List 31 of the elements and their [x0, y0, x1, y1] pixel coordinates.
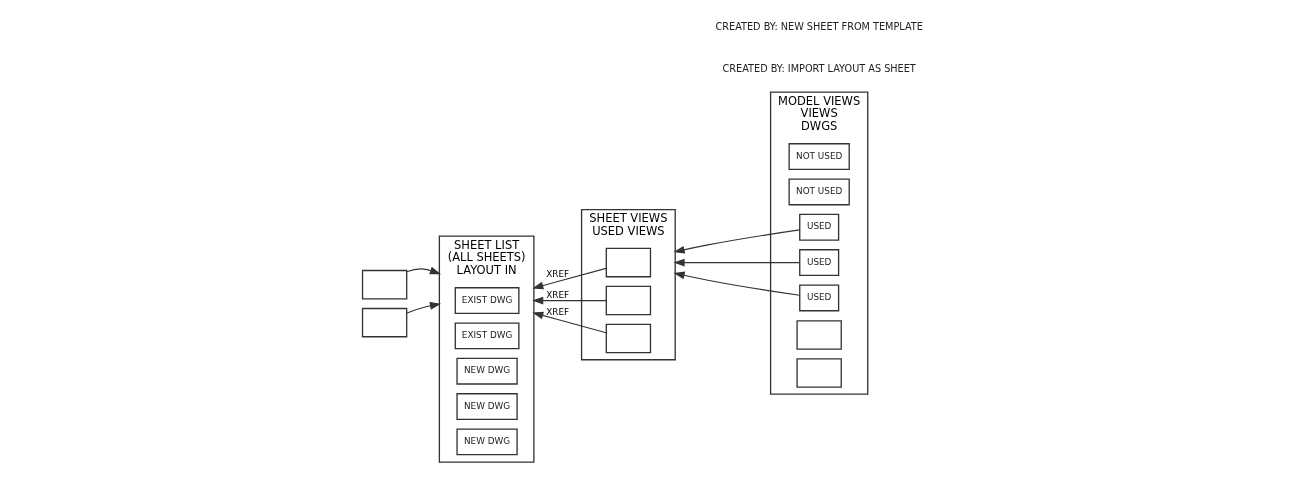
arrow	[673, 229, 800, 254]
node-box	[795, 358, 842, 388]
node-box: EXIST DWG	[454, 322, 520, 350]
edge-label: XREF	[545, 306, 569, 317]
node-box	[605, 323, 651, 354]
node-box: NOT USED	[788, 143, 850, 171]
cluster: SHEET VIEWS USED VIEWS	[580, 208, 676, 361]
label: CREATED BY: NEW SHEET FROM TEMPLATE	[715, 21, 923, 33]
arrow	[531, 311, 607, 334]
node-box	[795, 320, 842, 350]
arrow	[531, 296, 607, 305]
arrow	[405, 266, 441, 275]
arrow	[531, 267, 607, 290]
node-box: NEW DWG	[455, 428, 518, 456]
edge-label: XREF	[545, 268, 569, 279]
node-box	[361, 307, 407, 338]
arrow	[406, 302, 441, 314]
arrow	[672, 258, 800, 267]
node-box: NOT USED	[788, 178, 850, 206]
node-box: USED	[798, 213, 839, 241]
node-box	[605, 247, 651, 278]
node-box	[605, 285, 651, 316]
edge-label: XREF	[545, 289, 569, 300]
node-box: NEW DWG	[455, 357, 518, 385]
label: CREATED BY: IMPORT LAYOUT AS SHEET	[722, 62, 916, 74]
node-box: NEW DWG	[455, 393, 518, 421]
node-box: USED	[798, 249, 839, 277]
node-box	[361, 269, 407, 300]
node-box: EXIST DWG	[454, 287, 520, 315]
node-box: USED	[798, 284, 839, 312]
arrow	[673, 271, 800, 296]
